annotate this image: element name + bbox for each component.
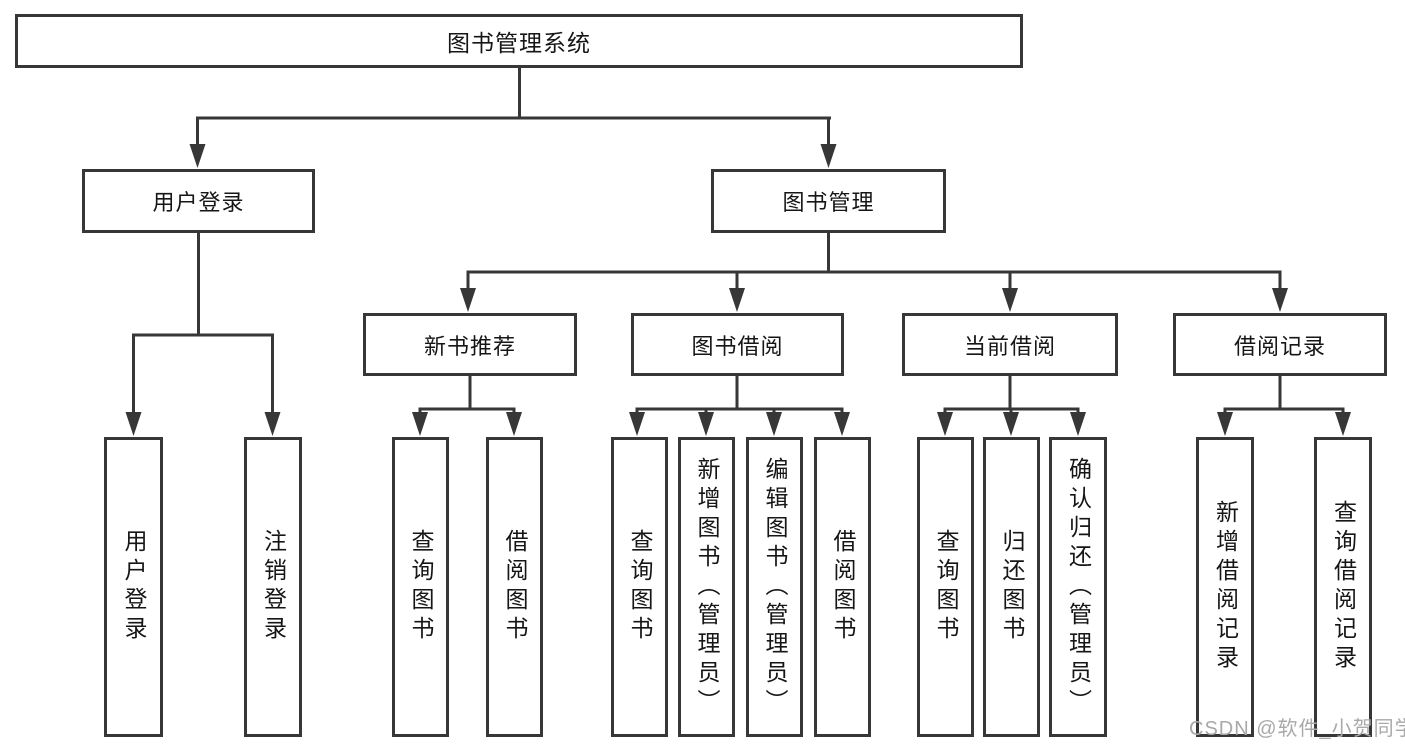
node-label: 图书管理 — [782, 190, 875, 215]
arrowhead-down-icon — [729, 288, 745, 312]
leaf-cb-return-book: 归还图书 — [983, 437, 1040, 737]
leaf-label: 编辑图书（管理员） — [762, 456, 788, 718]
node-label: 图书借阅 — [691, 333, 784, 359]
arrowhead-down-icon — [460, 288, 476, 312]
connector-book-borrow-children — [629, 376, 850, 436]
arrowhead-down-icon — [1003, 412, 1019, 436]
connector-user-login-children — [125, 233, 281, 436]
leaf-bb-borrow-book: 借阅图书 — [814, 437, 871, 737]
csdn-watermark: CSDN @软件_小贺同学 — [1189, 718, 1405, 740]
node-user-login: 用户登录 — [82, 169, 315, 233]
arrowhead-down-icon — [629, 412, 645, 436]
leaf-label: 查询图书 — [627, 529, 653, 645]
leaf-label: 查询图书 — [408, 529, 434, 645]
leaf-label: 查询图书 — [933, 529, 959, 645]
connector-new-book-children — [412, 376, 522, 436]
node-new-book-recommend: 新书推荐 — [363, 313, 577, 376]
node-label: 新书推荐 — [423, 333, 516, 359]
node-label: 借阅记录 — [1233, 333, 1326, 359]
leaf-cb-confirm-return-admin: 确认归还（管理员） — [1049, 437, 1107, 737]
node-library-system: 图书管理系统 — [15, 14, 1023, 68]
connector-current-borrow-children — [937, 376, 1086, 436]
arrowhead-down-icon — [1272, 288, 1288, 312]
leaf-nb-query-book: 查询图书 — [392, 437, 449, 737]
leaf-br-query-record: 查询借阅记录 — [1314, 437, 1372, 737]
connector-borrow-record-children — [1217, 376, 1351, 436]
arrowhead-down-icon — [937, 412, 953, 436]
arrowhead-down-icon — [698, 412, 714, 436]
arrowhead-down-icon — [1335, 412, 1351, 436]
leaf-label: 新增借阅记录 — [1212, 500, 1239, 674]
arrowhead-down-icon — [264, 412, 281, 436]
leaf-bb-edit-book-admin: 编辑图书（管理员） — [746, 437, 803, 737]
leaf-bb-query-book: 查询图书 — [611, 437, 668, 737]
leaf-label: 确认归还（管理员） — [1065, 456, 1092, 718]
node-label: 图书管理系统 — [447, 30, 591, 56]
leaf-label: 借阅图书 — [502, 529, 528, 645]
node-book-borrow: 图书借阅 — [631, 313, 844, 376]
leaf-label: 用户登录 — [121, 529, 147, 645]
arrowhead-down-icon — [1002, 288, 1018, 312]
node-book-management: 图书管理 — [711, 169, 946, 233]
leaf-logout: 注销登录 — [244, 437, 302, 737]
arrowhead-down-icon — [189, 144, 206, 168]
node-current-borrow: 当前借阅 — [902, 313, 1118, 376]
arrowhead-down-icon — [125, 412, 142, 436]
leaf-user-login: 用户登录 — [104, 437, 163, 737]
arrowhead-down-icon — [834, 412, 850, 436]
leaf-br-add-record: 新增借阅记录 — [1196, 437, 1254, 737]
leaf-label: 新增图书（管理员） — [694, 456, 720, 718]
leaf-label: 注销登录 — [260, 529, 287, 645]
arrowhead-down-icon — [412, 412, 428, 436]
arrowhead-down-icon — [1217, 412, 1233, 436]
leaf-label: 查询借阅记录 — [1330, 500, 1357, 674]
connector-book-mgmt-children — [460, 233, 1288, 312]
node-borrow-record: 借阅记录 — [1173, 313, 1387, 376]
arrowhead-down-icon — [506, 412, 522, 436]
arrowhead-down-icon — [1070, 412, 1086, 436]
leaf-nb-borrow-book: 借阅图书 — [486, 437, 543, 737]
leaf-label: 归还图书 — [999, 529, 1025, 645]
leaf-cb-query-book: 查询图书 — [917, 437, 974, 737]
leaf-label: 借阅图书 — [830, 529, 856, 645]
arrowhead-down-icon — [766, 412, 782, 436]
node-label: 当前借阅 — [963, 333, 1056, 359]
node-label: 用户登录 — [152, 190, 245, 215]
leaf-bb-add-book-admin: 新增图书（管理员） — [678, 437, 735, 737]
connector-root-to-level2 — [189, 68, 837, 168]
arrowhead-down-icon — [820, 144, 837, 168]
